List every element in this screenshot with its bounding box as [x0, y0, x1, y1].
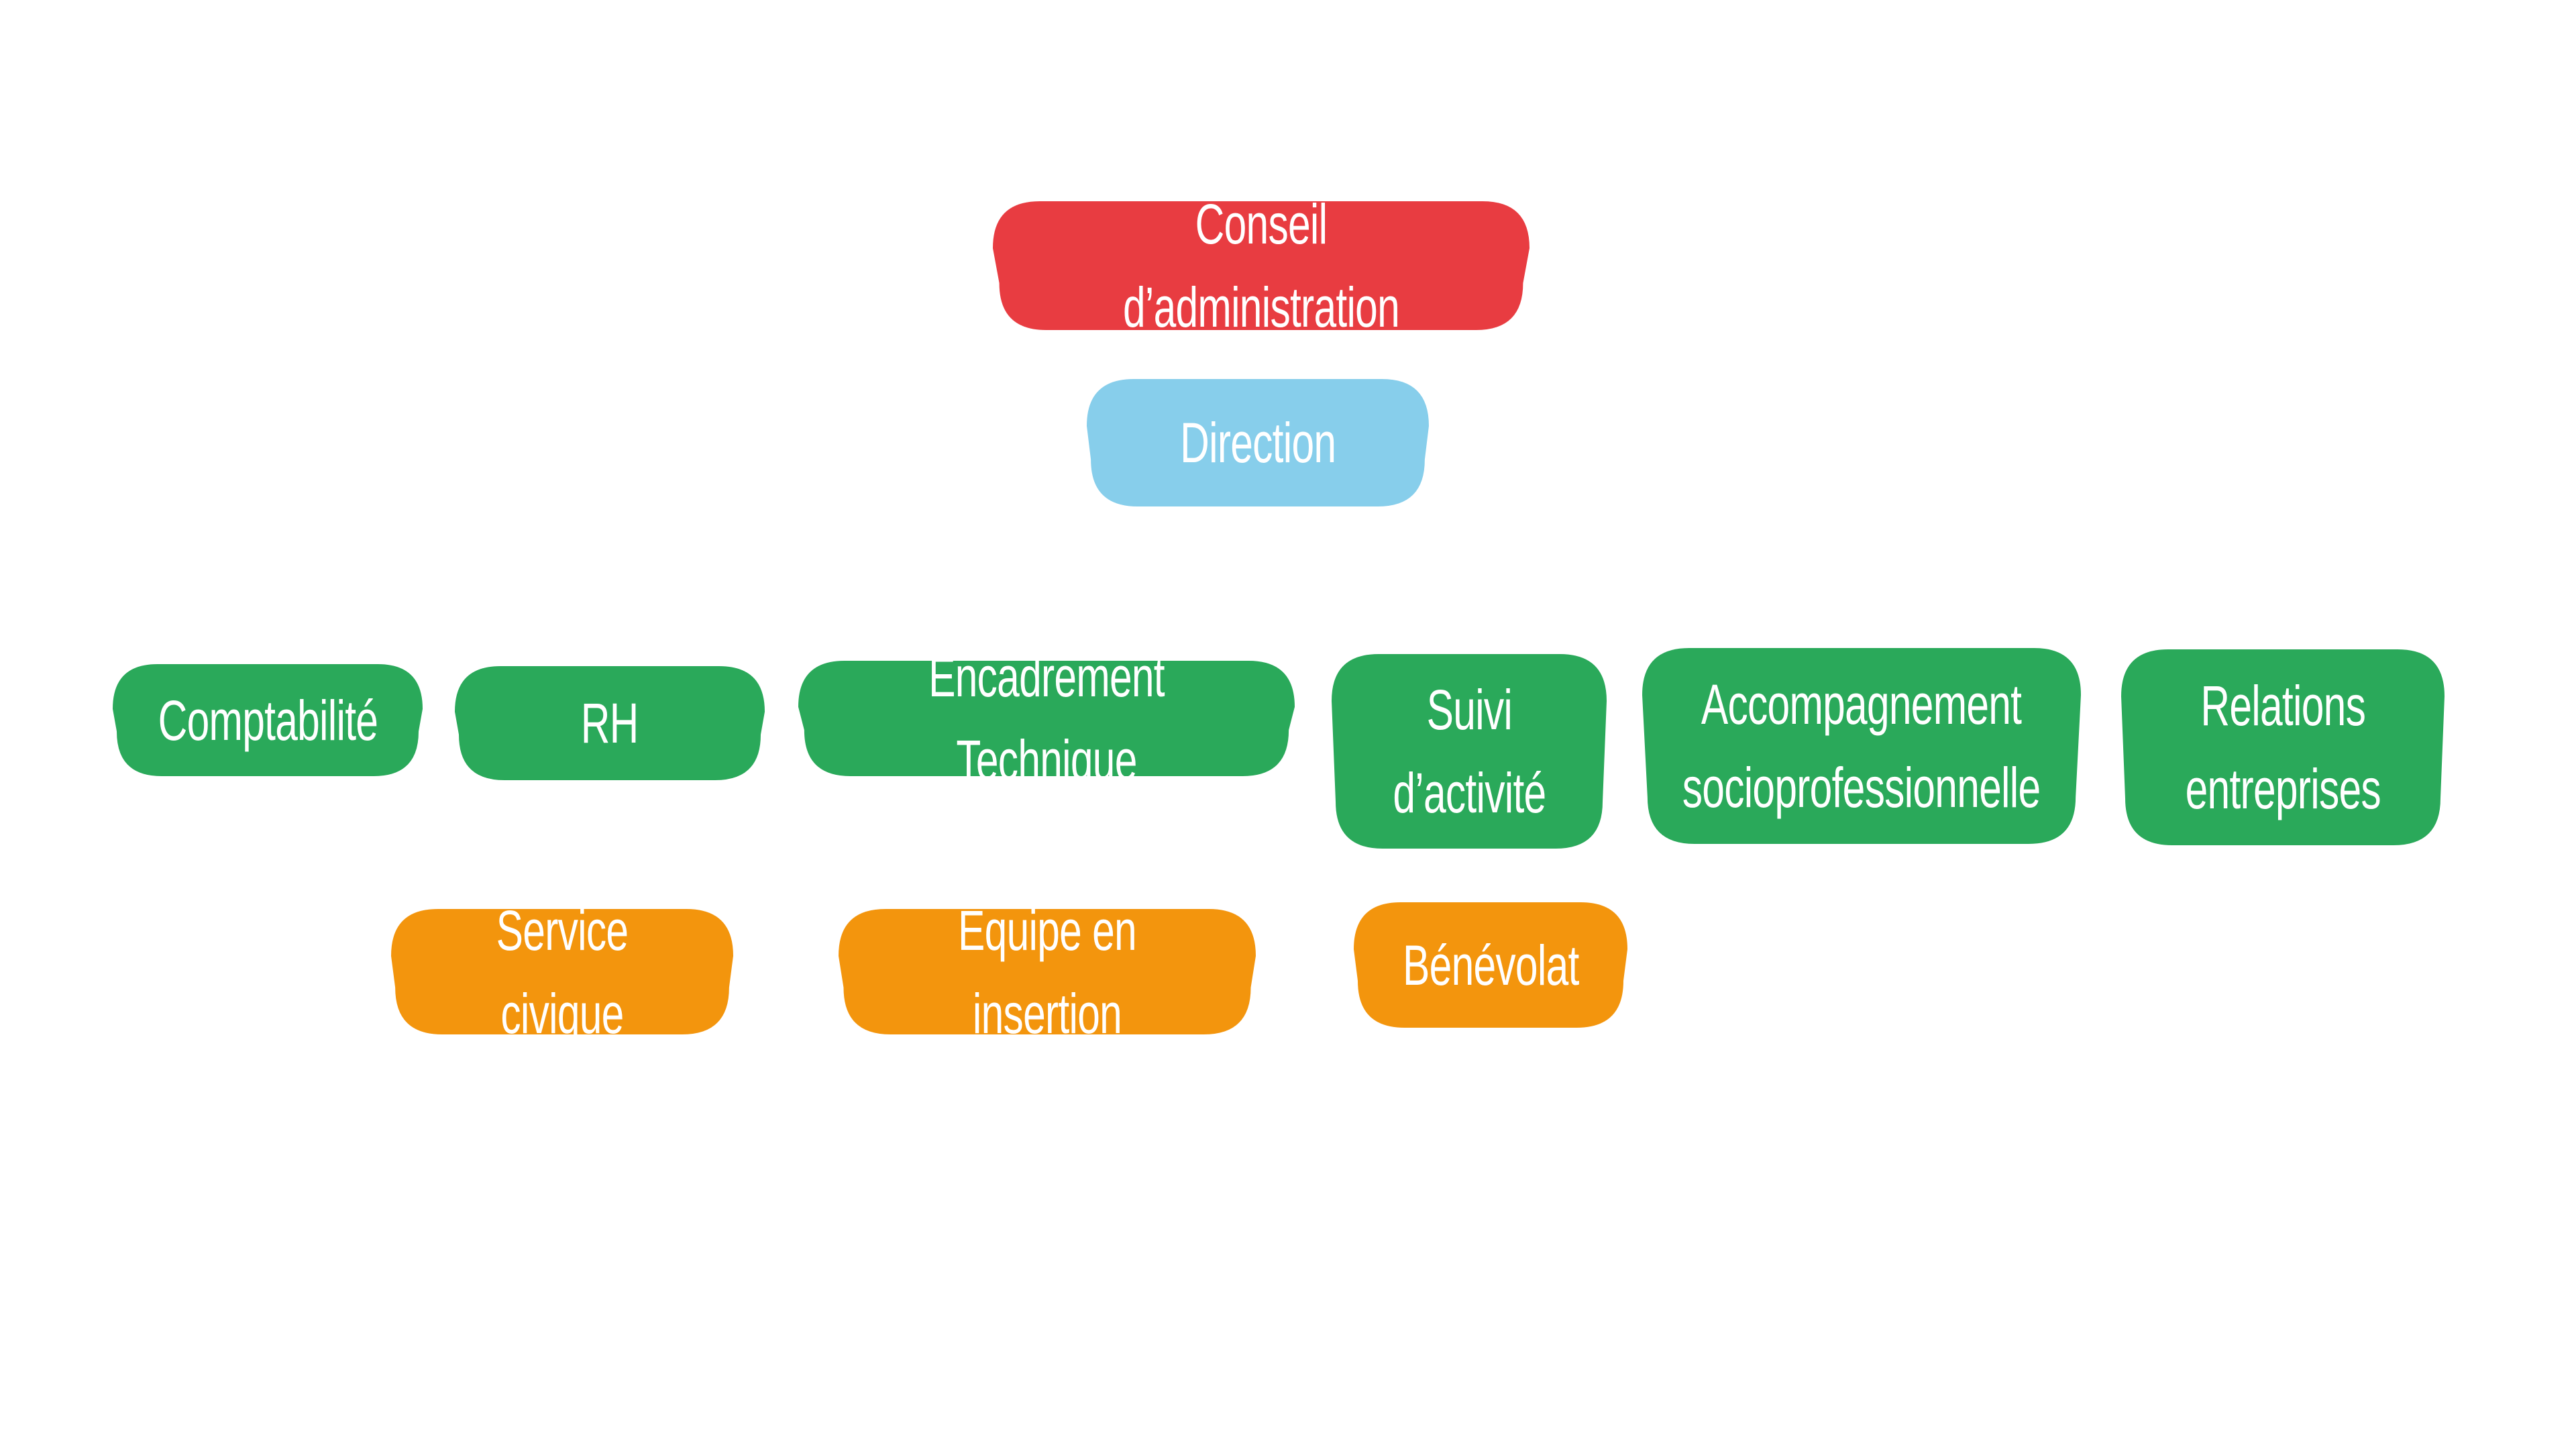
node-label: Direction [1179, 411, 1336, 474]
node-shape [2121, 649, 2445, 845]
node-equipe-insertion: Équipe en insertion [839, 899, 1256, 1045]
node-conseil-administration: Conseil d’administration [993, 193, 1529, 339]
node-shape [455, 666, 765, 780]
node-label: Équipe en insertion [958, 898, 1137, 1045]
node-shape [993, 201, 1529, 330]
node-fill [1642, 648, 2081, 844]
node-shape [1354, 902, 1627, 1028]
node-encadrement-technique: Encadrement Technique [798, 645, 1295, 792]
node-service-civique: Service civique [391, 899, 733, 1045]
node-label: Accompagnement socioprofessionnelle [1682, 673, 2041, 819]
node-fill [2121, 649, 2445, 845]
node-rh: RH [455, 666, 765, 780]
node-shape [391, 909, 733, 1034]
node-accompagnement-socioprofessionnelle: Accompagnement socioprofessionnelle [1642, 648, 2081, 844]
node-suivi-activite: Suivi d’activité [1332, 654, 1607, 849]
node-label: Service civique [496, 898, 629, 1045]
node-fill [1332, 654, 1607, 849]
node-fill [1354, 902, 1627, 1028]
node-label: Bénévolat [1402, 933, 1579, 997]
node-relations-entreprises: Relations entreprises [2121, 649, 2445, 845]
node-shape [839, 909, 1256, 1034]
node-shape [1642, 648, 2081, 844]
node-fill [113, 664, 423, 776]
node-shape [798, 661, 1295, 776]
node-fill [391, 909, 733, 1034]
node-label: RH [581, 692, 639, 755]
node-fill [455, 666, 765, 780]
node-fill [1087, 379, 1429, 506]
node-fill [839, 909, 1256, 1034]
node-label: Suivi d’activité [1392, 678, 1546, 824]
node-comptabilite: Comptabilité [113, 664, 423, 776]
node-shape [1087, 379, 1429, 506]
node-label: Comptabilité [158, 688, 378, 752]
node-direction: Direction [1087, 379, 1429, 506]
node-benevolat: Bénévolat [1354, 902, 1627, 1028]
node-label: Encadrement Technique [928, 645, 1165, 792]
node-shape [1332, 654, 1607, 849]
node-fill [798, 661, 1295, 776]
node-fill [993, 201, 1529, 330]
node-label: Relations entreprises [2185, 674, 2381, 820]
node-shape [113, 664, 423, 776]
node-label: Conseil d’administration [1122, 193, 1400, 339]
